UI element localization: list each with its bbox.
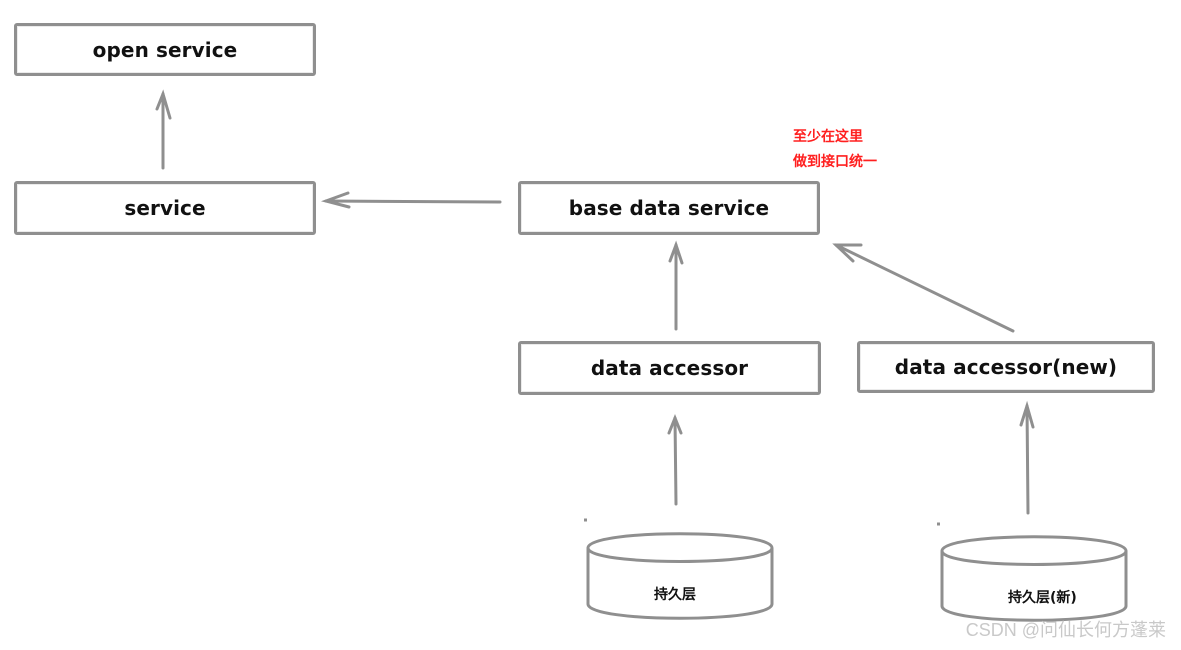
arrow-data-accessor-new-to-base-data-service: [832, 243, 1015, 333]
data-accessor-new-box: data accessor(new): [857, 341, 1155, 393]
base-data-service-label: base data service: [568, 196, 770, 220]
service-label: service: [124, 196, 206, 220]
note-line-1: 至少在这里: [793, 129, 863, 145]
note-line-2: 做到接口统一: [793, 154, 877, 170]
data-accessor-new-label: data accessor(new): [894, 355, 1118, 379]
arrow-persistence-new-to-data-accessor-new: [1019, 400, 1035, 515]
persistence-new-label: 持久层(新): [1008, 590, 1077, 606]
service-box: service: [14, 181, 316, 235]
watermark-text: CSDN @问仙长何方蓬莱: [965, 620, 1166, 640]
open-service-label: open service: [92, 37, 238, 62]
arrow-base-data-service-to-service: [320, 191, 502, 209]
base-data-service-box: base data service: [518, 181, 820, 235]
data-accessor-box: data accessor: [518, 341, 821, 395]
open-service-box: open service: [14, 23, 316, 76]
database-persistence-new-shape: [937, 522, 1128, 622]
interface-unify-note: 至少在这里 做到接口统一: [793, 125, 877, 175]
arrow-data-accessor-to-base-data-service: [668, 240, 684, 331]
persistence-label: 持久层: [654, 587, 696, 603]
database-persistence-shape: [584, 518, 774, 620]
data-accessor-label: data accessor: [590, 356, 749, 380]
arrow-persistence-to-data-accessor: [667, 413, 683, 506]
arrow-service-to-open-service: [155, 89, 172, 170]
